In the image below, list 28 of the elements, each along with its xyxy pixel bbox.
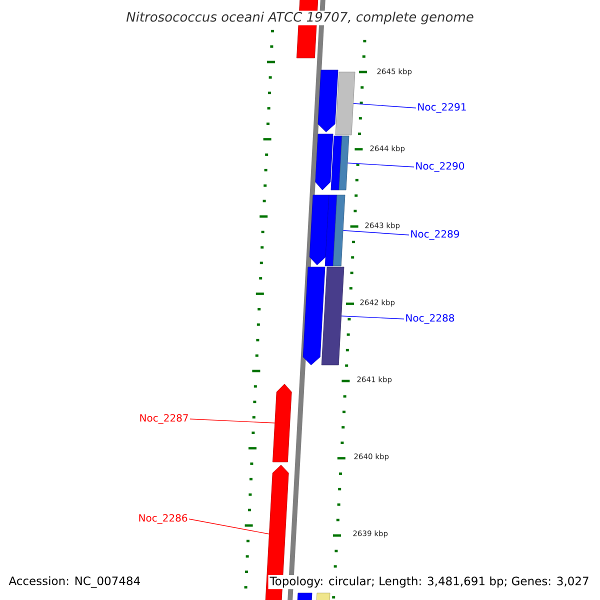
leader-line <box>342 230 410 236</box>
title: Nitrosococcus oceani ATCC 19707, complete genome <box>125 10 475 26</box>
genome-info-text: Topology: circular; Length: 3,481,691 bp; Genes: 3,027 <box>268 574 591 590</box>
gene-feature <box>302 266 326 366</box>
gene-bar <box>330 136 342 190</box>
accession-text: Accession: NC_007484 <box>7 574 142 590</box>
leader-line <box>353 103 416 108</box>
leader-line <box>341 316 404 320</box>
gene-label: Noc_2289 <box>411 230 460 240</box>
gene-label: Noc_2288 <box>406 314 454 324</box>
gene-bar <box>338 136 350 190</box>
gene-bar <box>335 72 356 136</box>
leader-line <box>347 162 414 168</box>
gene-bar <box>324 194 338 266</box>
gene-bar <box>297 592 312 600</box>
gene-label: Noc_2291 <box>418 103 466 113</box>
gene-bar <box>321 266 344 366</box>
gene-feature <box>318 70 338 132</box>
gene-feature <box>272 384 292 462</box>
gene-bar <box>316 592 330 600</box>
gene-bar <box>332 194 346 266</box>
gene-label: Noc_2290 <box>416 162 464 172</box>
leader-line <box>190 418 276 424</box>
gene-label: Noc_2286 <box>139 514 188 524</box>
gene-feature <box>309 194 330 266</box>
gene-feature <box>315 134 334 190</box>
leader-line <box>188 518 270 534</box>
gene-label: Noc_2287 <box>140 414 188 424</box>
